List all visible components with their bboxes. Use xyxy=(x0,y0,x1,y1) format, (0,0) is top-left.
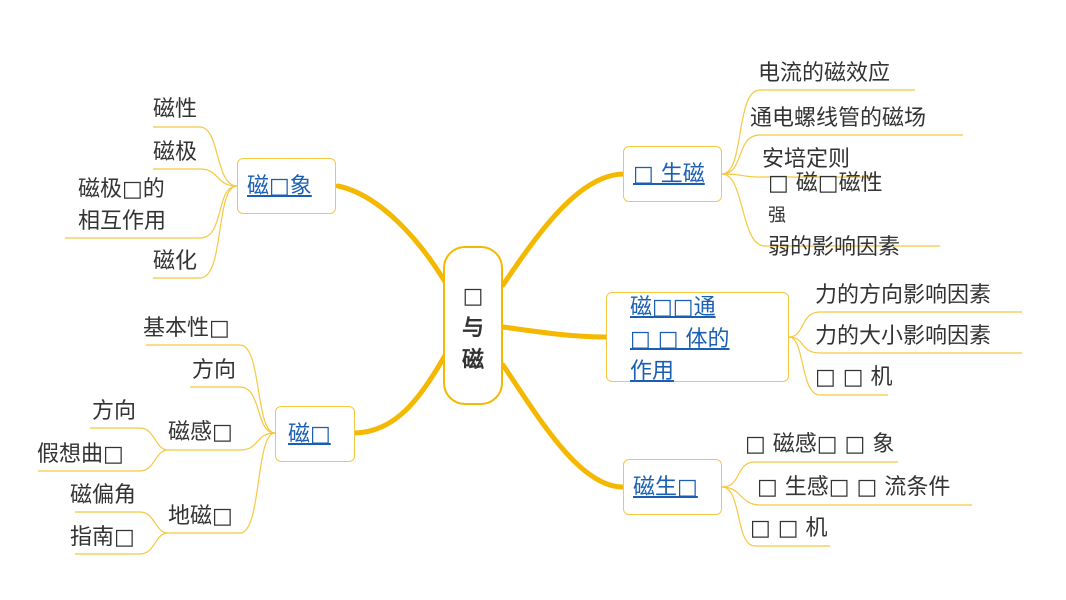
leaf: 方向 xyxy=(192,358,237,383)
node-force-on-conductor[interactable]: 磁□□通 □ □ 体的 作用 xyxy=(606,292,789,384)
node-induction[interactable]: 磁生□ xyxy=(623,459,722,515)
leaf: 磁偏角 xyxy=(70,483,137,508)
root-line: 磁 xyxy=(461,348,484,373)
leaf: 相互作用 xyxy=(78,209,167,234)
leaf: 磁感□ xyxy=(168,420,233,445)
leaf: 磁化 xyxy=(153,249,198,274)
node-link[interactable]: 磁□□通 xyxy=(630,295,716,320)
leaf: 通电螺线管的磁场 xyxy=(750,106,927,131)
leaf: 力的大小影响因素 xyxy=(815,324,992,349)
root-node[interactable]: □ 与 磁 xyxy=(443,246,503,405)
leaf: 力的方向影响因素 xyxy=(815,283,992,308)
leaf: 弱的影响因素 xyxy=(768,235,901,260)
leaf: 假想曲□ xyxy=(37,442,124,467)
node-magnetic-phenomena[interactable]: 磁□象 xyxy=(237,158,336,214)
leaf: 电流的磁效应 xyxy=(758,61,891,86)
leaf: 方向 xyxy=(92,399,137,424)
leaf: 指南□ xyxy=(70,525,135,550)
leaf: □ 磁□磁性 xyxy=(768,171,883,196)
leaf: 磁性 xyxy=(153,97,198,122)
leaf: 磁极□的 xyxy=(78,177,165,202)
leaf: □ 生感□ □ 流条件 xyxy=(757,475,951,500)
leaf: 基本性□ xyxy=(143,316,230,341)
node-link[interactable]: 作用 xyxy=(630,359,675,384)
node-link[interactable]: 磁生□ xyxy=(633,475,698,500)
node-magnetic-field[interactable]: 磁□ xyxy=(275,406,355,462)
root-line: 与 xyxy=(461,316,484,341)
node-link[interactable]: 磁□象 xyxy=(247,174,312,199)
leaf: 磁极 xyxy=(153,140,198,165)
node-electromagnetism[interactable]: □ 生磁 xyxy=(623,146,722,202)
leaf: 安培定则 xyxy=(762,147,851,172)
root-line: □ xyxy=(462,284,484,309)
leaf: □ 磁感□ □ 象 xyxy=(745,432,895,457)
leaf: 地磁□ xyxy=(168,504,233,529)
leaf: □ □ 机 xyxy=(815,365,893,390)
node-link[interactable]: □ 生磁 xyxy=(633,162,705,187)
node-link[interactable]: 磁□ xyxy=(288,422,331,447)
leaf: □ □ 机 xyxy=(750,516,828,541)
leaf: 强 xyxy=(768,205,786,226)
node-link[interactable]: □ □ 体的 xyxy=(630,327,730,352)
